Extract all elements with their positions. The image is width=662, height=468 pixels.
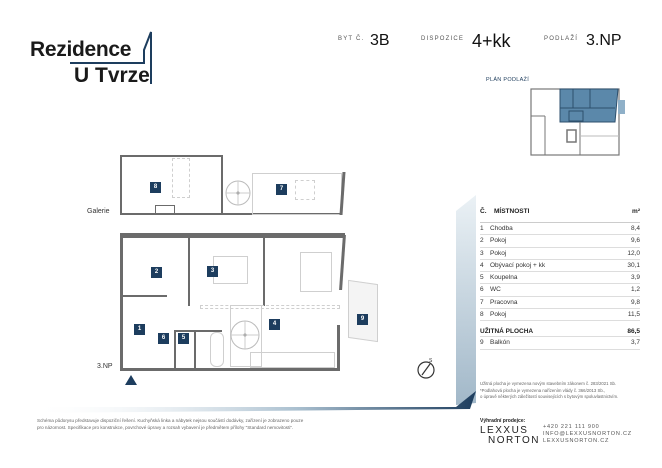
floor-label: PODLAŽÍ [544,36,579,42]
logo-line2: U Tvrze [74,64,150,87]
room-badge-2: 2 [151,267,162,278]
seller-brand-line2: NORTON [488,435,540,446]
spiral-stair-lower [230,320,260,350]
room-badge-7: 7 [276,184,287,195]
floor-plan-label: PLÁN PODLAŽÍ [486,77,530,83]
floor-plan-thumbnail [530,88,625,156]
room-badge-6: 6 [158,333,169,344]
total-row: UŽITNÁ PLOCHA 86,5 [480,321,640,338]
seller-contact: +420 221 111 900 INFO@LEXXUSNORTON.CZ LE… [543,424,632,445]
seller-web[interactable]: LEXXUSNORTON.CZ [543,438,610,444]
total-value: 86,5 [627,328,640,336]
room-badge-8: 8 [150,182,161,193]
area-notes: Užitná plocha je vymezena novým stavební… [480,381,619,399]
col-room-header: MÍSTNOSTI [494,208,530,215]
unit-label: BYT Č. [338,36,365,42]
layout-value: 4+kk [472,31,511,51]
seller-brand-line1: LEXXUS [480,425,529,436]
col-no-header: Č. [480,208,487,215]
svg-text:S: S [429,358,433,364]
seller-label: Výhradní prodejce: [480,418,526,424]
disclaimer: Schéma půdorysu představuje dispoziční ř… [37,418,304,430]
upper-level-label: Galerie [87,208,110,215]
room-badge-1: 1 [134,324,145,335]
entrance-arrow-icon [125,375,137,385]
floor-value: 3.NP [586,32,622,49]
room-badge-3: 3 [207,266,218,277]
seller-phone[interactable]: +420 221 111 900 [543,424,600,430]
logo-roof-icon [70,31,152,84]
seller-email[interactable]: INFO@LEXXUSNORTON.CZ [543,431,632,437]
table-header: Č. MÍSTNOSTI m² [480,208,640,222]
room-badge-9: 9 [357,314,368,325]
total-label: UŽITNÁ PLOCHA [480,328,534,336]
unit-value: 3B [370,32,390,49]
room-badge-5: 5 [178,333,189,344]
lower-level-label: 3.NP [97,363,113,370]
col-area-header: m² [632,208,640,215]
room-badge-4: 4 [269,319,280,330]
decorative-frame [30,195,476,413]
spiral-stair-upper [225,180,251,206]
compass-icon: S [417,358,435,379]
logo-line1: Rezidence [30,38,132,61]
layout-label: DISPOZICE [421,36,465,42]
